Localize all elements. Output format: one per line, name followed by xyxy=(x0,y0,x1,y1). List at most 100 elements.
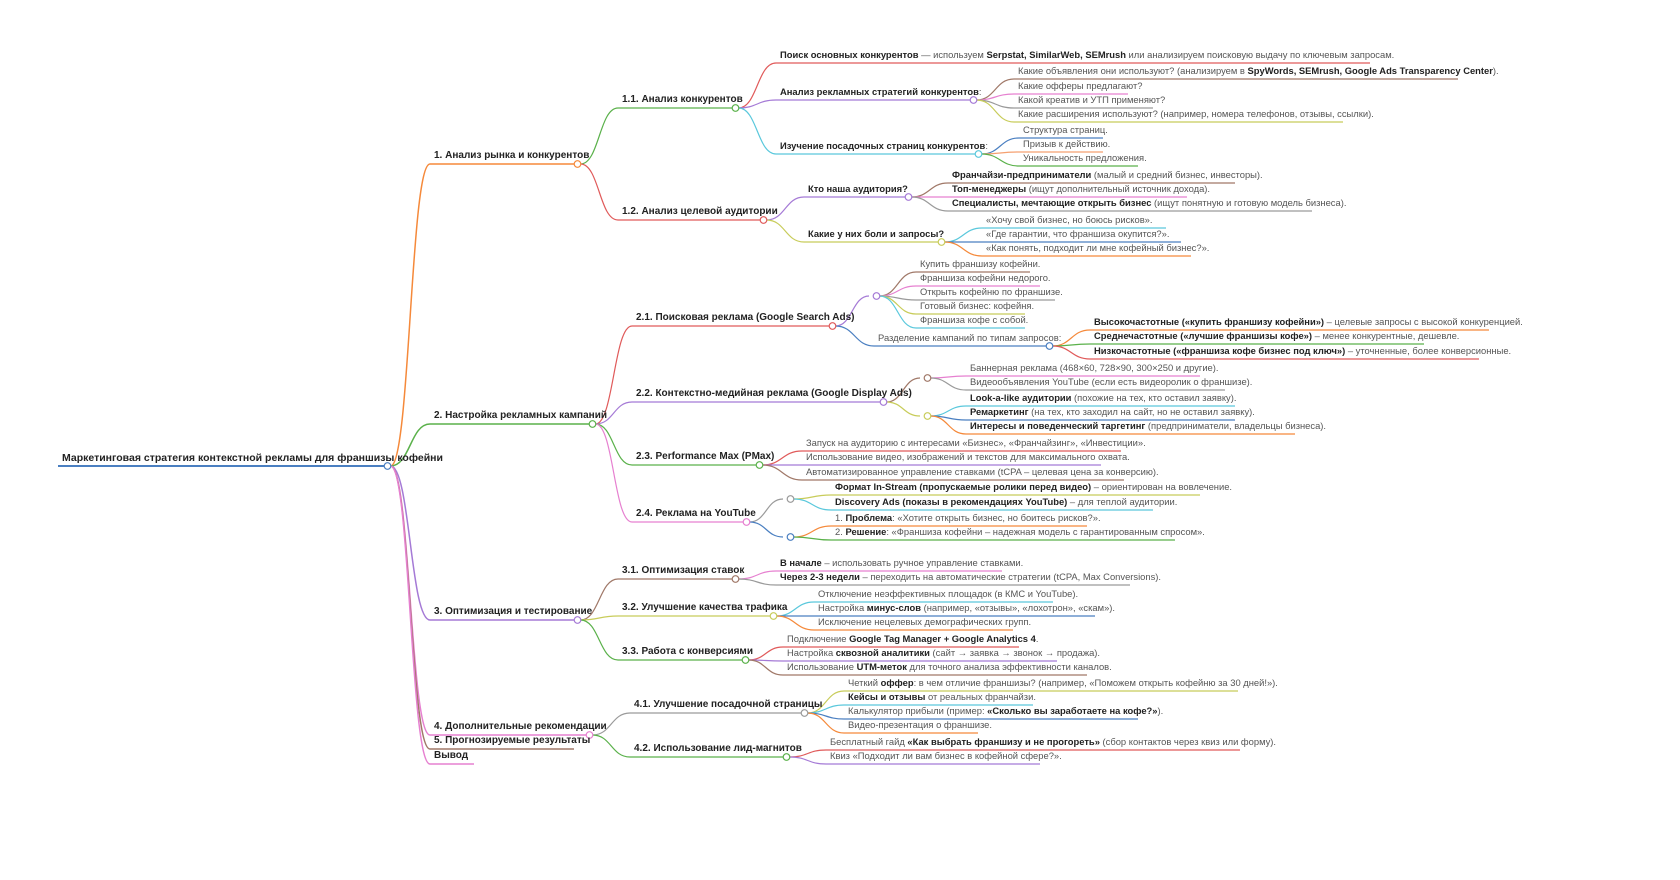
leaf-node[interactable]: Запуск на аудиторию с интересами «Бизнес… xyxy=(806,437,1146,451)
collapse-toggle[interactable] xyxy=(573,616,582,624)
collapse-toggle[interactable] xyxy=(969,96,978,104)
collapse-toggle[interactable] xyxy=(923,412,932,420)
leaf-node[interactable]: Автоматизированное управление ставками (… xyxy=(806,466,1159,480)
collapse-toggle[interactable] xyxy=(904,193,913,201)
leaf-node[interactable]: «Как понять, подходит ли мне кофейный би… xyxy=(986,242,1209,256)
leaf-node[interactable]: Какие расширения используют? (например, … xyxy=(1018,108,1374,122)
leaf-node[interactable]: Какие офферы предлагают? xyxy=(1018,80,1142,94)
leaf-node[interactable]: Низкочастотные («франшиза кофе бизнес по… xyxy=(1094,345,1511,359)
collapse-toggle[interactable] xyxy=(759,216,768,224)
leaf-node[interactable]: Бесплатный гайд «Как выбрать франшизу и … xyxy=(830,736,1276,750)
collapse-toggle[interactable] xyxy=(769,612,778,620)
leaf-node[interactable]: Discovery Ads (показы в рекомендациях Yo… xyxy=(835,496,1177,510)
leaf-node[interactable]: Видеообъявления YouTube (если есть видео… xyxy=(970,376,1252,390)
collapse-toggle[interactable] xyxy=(1045,342,1054,350)
leaf-node[interactable]: Открыть кофейню по франшизе. xyxy=(920,286,1063,300)
leaf-node[interactable]: Исключение нецелевых демографических гру… xyxy=(818,616,1031,630)
leaf-node[interactable]: Франчайзи-предприниматели (малый и средн… xyxy=(952,169,1263,183)
leaf-node[interactable]: Ремаркетинг (на тех, кто заходил на сайт… xyxy=(970,406,1255,420)
branch-node[interactable]: 3.1. Оптимизация ставок xyxy=(622,565,745,576)
collapse-toggle[interactable] xyxy=(383,462,392,470)
node-text: – менее конкурентные, дешевле. xyxy=(1312,330,1460,341)
leaf-node[interactable]: Look-a-like аудитории (похожие на тех, к… xyxy=(970,392,1236,406)
leaf-node[interactable]: Видео-презентация о франшизе. xyxy=(848,719,992,733)
leaf-node[interactable]: Какой креатив и УТП применяют? xyxy=(1018,94,1165,108)
leaf-node[interactable]: 1. Проблема: «Хотите открыть бизнес, но … xyxy=(835,512,1101,526)
leaf-node[interactable]: Франшиза кофе с собой. xyxy=(920,314,1028,328)
branch-node[interactable]: 2.4. Реклама на YouTube xyxy=(636,508,756,519)
collapse-toggle[interactable] xyxy=(872,292,881,300)
leaf-node[interactable]: Высокочастотные («купить франшизу кофейн… xyxy=(1094,316,1523,330)
leaf-node[interactable]: Поиск основных конкурентов — используем … xyxy=(780,49,1394,63)
leaf-node[interactable]: «Хочу свой бизнес, но боюсь рисков». xyxy=(986,214,1153,228)
leaf-node[interactable]: Среднечастотные («лучшие франшизы кофе»)… xyxy=(1094,330,1459,344)
leaf-node[interactable]: Баннерная реклама (468×60, 728×90, 300×2… xyxy=(970,362,1219,376)
collapse-toggle[interactable] xyxy=(588,420,597,428)
collapse-toggle[interactable] xyxy=(974,150,983,158)
branch-node[interactable]: Изучение посадочных страниц конкурентов: xyxy=(780,140,988,154)
branch-node[interactable]: Разделение кампаний по типам запросов: xyxy=(878,332,1061,346)
collapse-toggle[interactable] xyxy=(782,753,791,761)
collapse-toggle[interactable] xyxy=(828,322,837,330)
collapse-toggle[interactable] xyxy=(786,533,795,541)
branch-node[interactable]: 4.2. Использование лид-магнитов xyxy=(634,743,802,754)
leaf-node[interactable]: Призыв к действию. xyxy=(1023,138,1110,152)
leaf-node[interactable]: Отключение неэффективных площадок (в КМС… xyxy=(818,588,1078,602)
branch-node[interactable]: 3.2. Улучшение качества трафика xyxy=(622,602,788,613)
branch-node[interactable]: 3.3. Работа с конверсиями xyxy=(622,646,753,657)
leaf-node[interactable]: 5. Прогнозируемые результаты xyxy=(434,735,591,746)
leaf-node[interactable]: Какие объявления они используют? (анализ… xyxy=(1018,65,1499,79)
collapse-toggle[interactable] xyxy=(923,374,932,382)
branch-node[interactable]: 2. Настройка рекламных кампаний xyxy=(434,410,607,421)
leaf-node[interactable]: Настройка минус-слов (например, «отзывы»… xyxy=(818,602,1115,616)
branch-node[interactable]: 4.1. Улучшение посадочной страницы xyxy=(634,699,823,710)
leaf-node[interactable]: Уникальность предложения. xyxy=(1023,152,1147,166)
collapse-toggle[interactable] xyxy=(731,104,740,112)
leaf-node[interactable]: Франшиза кофейни недорого. xyxy=(920,272,1051,286)
leaf-node[interactable]: Кейсы и отзывы от реальных франчайзи. xyxy=(848,691,1036,705)
node-text: : в чем отличие франшизы? (например, «По… xyxy=(913,677,1278,688)
leaf-node[interactable]: Вывод xyxy=(434,750,469,761)
leaf-node[interactable]: Топ-менеджеры (ищут дополнительный источ… xyxy=(952,183,1210,197)
collapse-toggle[interactable] xyxy=(786,495,795,503)
leaf-node[interactable]: Подключение Google Tag Manager + Google … xyxy=(787,633,1038,647)
leaf-node[interactable]: Формат In-Stream (пропускаемые ролики пе… xyxy=(835,481,1232,495)
collapse-toggle[interactable] xyxy=(800,709,809,717)
collapse-toggle[interactable] xyxy=(937,238,946,246)
collapse-toggle[interactable] xyxy=(741,656,750,664)
leaf-node[interactable]: Калькулятор прибыли (пример: «Сколько вы… xyxy=(848,705,1163,719)
branch-node[interactable]: Какие у них боли и запросы? xyxy=(808,228,944,242)
collapse-toggle[interactable] xyxy=(755,461,764,469)
collapse-toggle[interactable] xyxy=(573,160,582,168)
branch-node[interactable]: 4. Дополнительные рекомендации xyxy=(434,721,607,732)
leaf-node[interactable]: Использование UTM-меток для точного анал… xyxy=(787,661,1112,675)
leaf-node[interactable]: Четкий оффер: в чем отличие франшизы? (н… xyxy=(848,677,1278,691)
leaf-node[interactable]: Использование видео, изображений и текст… xyxy=(806,451,1130,465)
leaf-node[interactable]: Специалисты, мечтающие открыть бизнес (и… xyxy=(952,197,1346,211)
branch-node[interactable]: 1.2. Анализ целевой аудитории xyxy=(622,206,778,217)
branch-node[interactable]: 2.1. Поисковая реклама (Google Search Ad… xyxy=(636,312,855,323)
branch-node[interactable]: 2.3. Performance Max (PMax) xyxy=(636,451,775,462)
collapse-toggle[interactable] xyxy=(742,518,751,526)
leaf-node[interactable]: Настройка сквозной аналитики (сайт → зая… xyxy=(787,647,1100,661)
branch-node[interactable]: Кто наша аудитория? xyxy=(808,183,908,197)
branch-node[interactable]: 1.1. Анализ конкурентов xyxy=(622,94,743,105)
collapse-toggle[interactable] xyxy=(731,575,740,583)
root-node[interactable]: Маркетинговая стратегия контекстной рекл… xyxy=(62,452,443,464)
collapse-toggle[interactable] xyxy=(585,731,594,739)
leaf-node[interactable]: 2. Решение: «Франшиза кофейни – надежная… xyxy=(835,526,1205,540)
leaf-node[interactable]: Готовый бизнес: кофейня. xyxy=(920,300,1034,314)
branch-node[interactable]: Анализ рекламных стратегий конкурентов: xyxy=(780,86,981,100)
leaf-node[interactable]: Интересы и поведенческий таргетинг (пред… xyxy=(970,420,1326,434)
branch-node[interactable]: 2.2. Контекстно-медийная реклама (Google… xyxy=(636,388,912,399)
leaf-node[interactable]: В начале – использовать ручное управлени… xyxy=(780,557,1023,571)
leaf-node[interactable]: Купить франшизу кофейни. xyxy=(920,258,1040,272)
branch-node[interactable]: 1. Анализ рынка и конкурентов xyxy=(434,150,590,161)
node-text: Отключение неэффективных площадок (в КМС… xyxy=(818,588,1079,599)
branch-node[interactable]: 3. Оптимизация и тестирование xyxy=(434,606,593,617)
leaf-node[interactable]: «Где гарантии, что франшиза окупится?». xyxy=(986,228,1169,242)
collapse-toggle[interactable] xyxy=(879,398,888,406)
leaf-node[interactable]: Квиз «Подходит ли вам бизнес в кофейной … xyxy=(830,750,1062,764)
leaf-node[interactable]: Структура страниц. xyxy=(1023,124,1108,138)
leaf-node[interactable]: Через 2-3 недели – переходить на автомат… xyxy=(780,571,1161,585)
